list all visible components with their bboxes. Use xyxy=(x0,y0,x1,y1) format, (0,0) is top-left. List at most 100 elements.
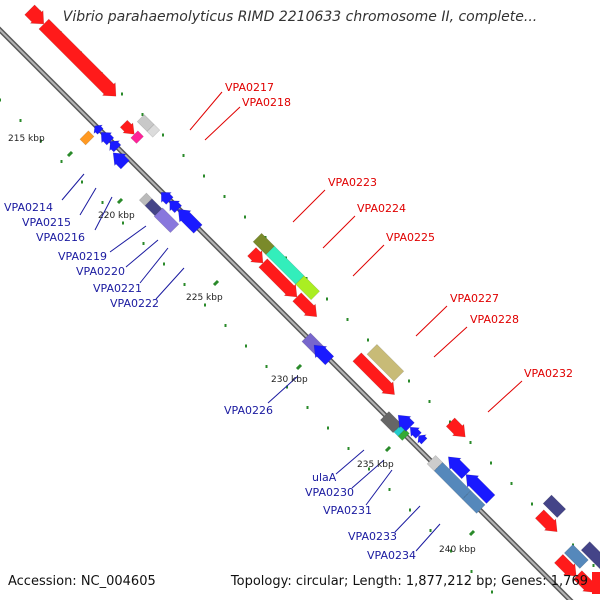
tick-dot xyxy=(367,338,369,342)
gene-label-vpa0220[interactable]: VPA0220 xyxy=(76,265,125,278)
gene-label-vpa0227[interactable]: VPA0227 xyxy=(450,292,499,305)
tick-label-230: 230 kbp xyxy=(271,375,308,385)
tick-dot xyxy=(346,318,349,321)
tick-dot xyxy=(121,92,123,96)
leader-line-14 xyxy=(155,267,185,300)
leader-line-3 xyxy=(322,215,356,249)
leader-line-9 xyxy=(79,187,97,216)
gene-box-grey xyxy=(379,411,403,434)
gene-arrow-reverse xyxy=(417,434,428,445)
gene-label-vpa0225[interactable]: VPA0225 xyxy=(386,231,435,244)
gene-label-ulaa[interactable]: ulaA xyxy=(312,471,337,484)
gene-label-vpa0221[interactable]: VPA0221 xyxy=(93,282,142,295)
tick-dot xyxy=(491,590,493,594)
gene-label-vpa0223[interactable]: VPA0223 xyxy=(328,176,377,189)
gene-arrow-forward xyxy=(119,119,135,135)
gene-arrow-reverse xyxy=(100,131,115,146)
gene-label-vpa0222[interactable]: VPA0222 xyxy=(110,297,159,310)
summary-text: Topology: circular; Length: 1,877,212 bp… xyxy=(230,574,588,589)
gene-label-vpa0226[interactable]: VPA0226 xyxy=(224,404,273,417)
gene-box-edge xyxy=(592,572,600,594)
tick-dot xyxy=(409,508,411,512)
leader-line-19 xyxy=(394,505,421,533)
gene-label-vpa0234[interactable]: VPA0234 xyxy=(367,549,416,562)
leader-line-0 xyxy=(189,91,223,131)
leader-line-4 xyxy=(352,244,385,277)
tick-dot xyxy=(510,482,513,485)
tick-label-240: 240 kbp xyxy=(439,545,476,555)
gene-label-vpa0231[interactable]: VPA0231 xyxy=(323,504,372,517)
map-title: Vibrio parahaemolyticus RIMD 2210633 chr… xyxy=(62,9,538,25)
gene-label-vpa0217[interactable]: VPA0217 xyxy=(225,81,274,94)
tick-dot xyxy=(60,160,63,163)
gene-arrow-reverse xyxy=(465,474,496,504)
gene-arrow-reverse xyxy=(109,140,122,153)
gene-label-vpa0218[interactable]: VPA0218 xyxy=(242,96,291,109)
tick-row-inner xyxy=(0,98,493,594)
tick-dot xyxy=(429,529,432,532)
leader-line-7 xyxy=(487,380,523,413)
backbone-highlight xyxy=(0,28,572,600)
gene-arrow-forward xyxy=(38,18,117,97)
major-tick-3 xyxy=(295,363,303,371)
leader-line-1 xyxy=(204,106,241,141)
gene-box-steel xyxy=(563,544,589,569)
tick-dot xyxy=(368,467,370,471)
gene-label-vpa0233[interactable]: VPA0233 xyxy=(348,530,397,543)
gene-box-purple xyxy=(153,207,180,234)
gene-arrow-forward xyxy=(24,4,45,25)
gene-label-vpa0230[interactable]: VPA0230 xyxy=(305,486,354,499)
gene-label-vpa0228[interactable]: VPA0228 xyxy=(470,313,519,326)
gene-label-vpa0214[interactable]: VPA0214 xyxy=(4,201,53,214)
major-tick-2 xyxy=(212,279,220,287)
leader-line-18 xyxy=(365,469,393,506)
tick-dot xyxy=(142,242,145,245)
tick-labels: 215 kbp 220 kbp 225 kbp 230 kbp 235 kbp … xyxy=(8,134,476,555)
tick-dot xyxy=(163,262,165,266)
gene-box-lime xyxy=(295,275,321,301)
tick-dot xyxy=(531,502,533,506)
gene-box-pink xyxy=(130,130,144,144)
leader-line-16 xyxy=(335,449,365,475)
tick-dot xyxy=(141,113,144,116)
gene-arrow-reverse xyxy=(160,191,174,205)
tick-dot xyxy=(19,119,22,122)
tick-label-215: 215 kbp xyxy=(8,134,45,144)
leader-line-2 xyxy=(292,189,326,223)
tick-dot xyxy=(40,139,42,143)
gene-arrow-reverse xyxy=(177,208,203,234)
leader-line-6 xyxy=(433,326,468,358)
gene-box-orange xyxy=(79,130,95,146)
gene-arrow-forward xyxy=(553,553,577,577)
tick-label-220: 220 kbp xyxy=(98,211,135,221)
gene-label-vpa0216[interactable]: VPA0216 xyxy=(36,231,85,244)
major-tick-5 xyxy=(468,529,476,537)
gene-label-vpa0232[interactable]: VPA0232 xyxy=(524,367,573,380)
leader-line-17 xyxy=(351,459,385,489)
gene-labels: VPA0217 VPA0218 VPA0223 VPA0224 VPA0225 … xyxy=(4,81,573,562)
gene-box-grey xyxy=(146,123,161,138)
gene-box-khaki xyxy=(366,343,405,382)
leader-line-15 xyxy=(267,375,299,404)
tick-dot xyxy=(204,303,206,307)
gene-label-vpa0219[interactable]: VPA0219 xyxy=(58,250,107,263)
tick-dot xyxy=(428,400,431,403)
gene-arrow-reverse xyxy=(112,152,130,170)
leader-line-5 xyxy=(415,305,448,337)
gene-label-vpa0215[interactable]: VPA0215 xyxy=(22,216,71,229)
tick-dot xyxy=(81,180,83,184)
gene-arrow-forward xyxy=(292,292,318,318)
tick-dot xyxy=(183,283,186,286)
tick-dot xyxy=(490,461,492,465)
tick-dot xyxy=(223,195,226,198)
gene-label-vpa0224[interactable]: VPA0224 xyxy=(357,202,406,215)
gene-box-steel xyxy=(461,490,486,514)
accession-text: Accession: NC_004605 xyxy=(8,574,156,589)
major-tick-1 xyxy=(116,197,124,205)
leader-line-20 xyxy=(415,523,441,552)
tick-label-235: 235 kbp xyxy=(357,460,394,470)
tick-dot xyxy=(592,564,595,567)
tick-dot xyxy=(245,344,247,348)
major-tick-4 xyxy=(384,445,392,453)
leader-line-11 xyxy=(109,225,147,253)
